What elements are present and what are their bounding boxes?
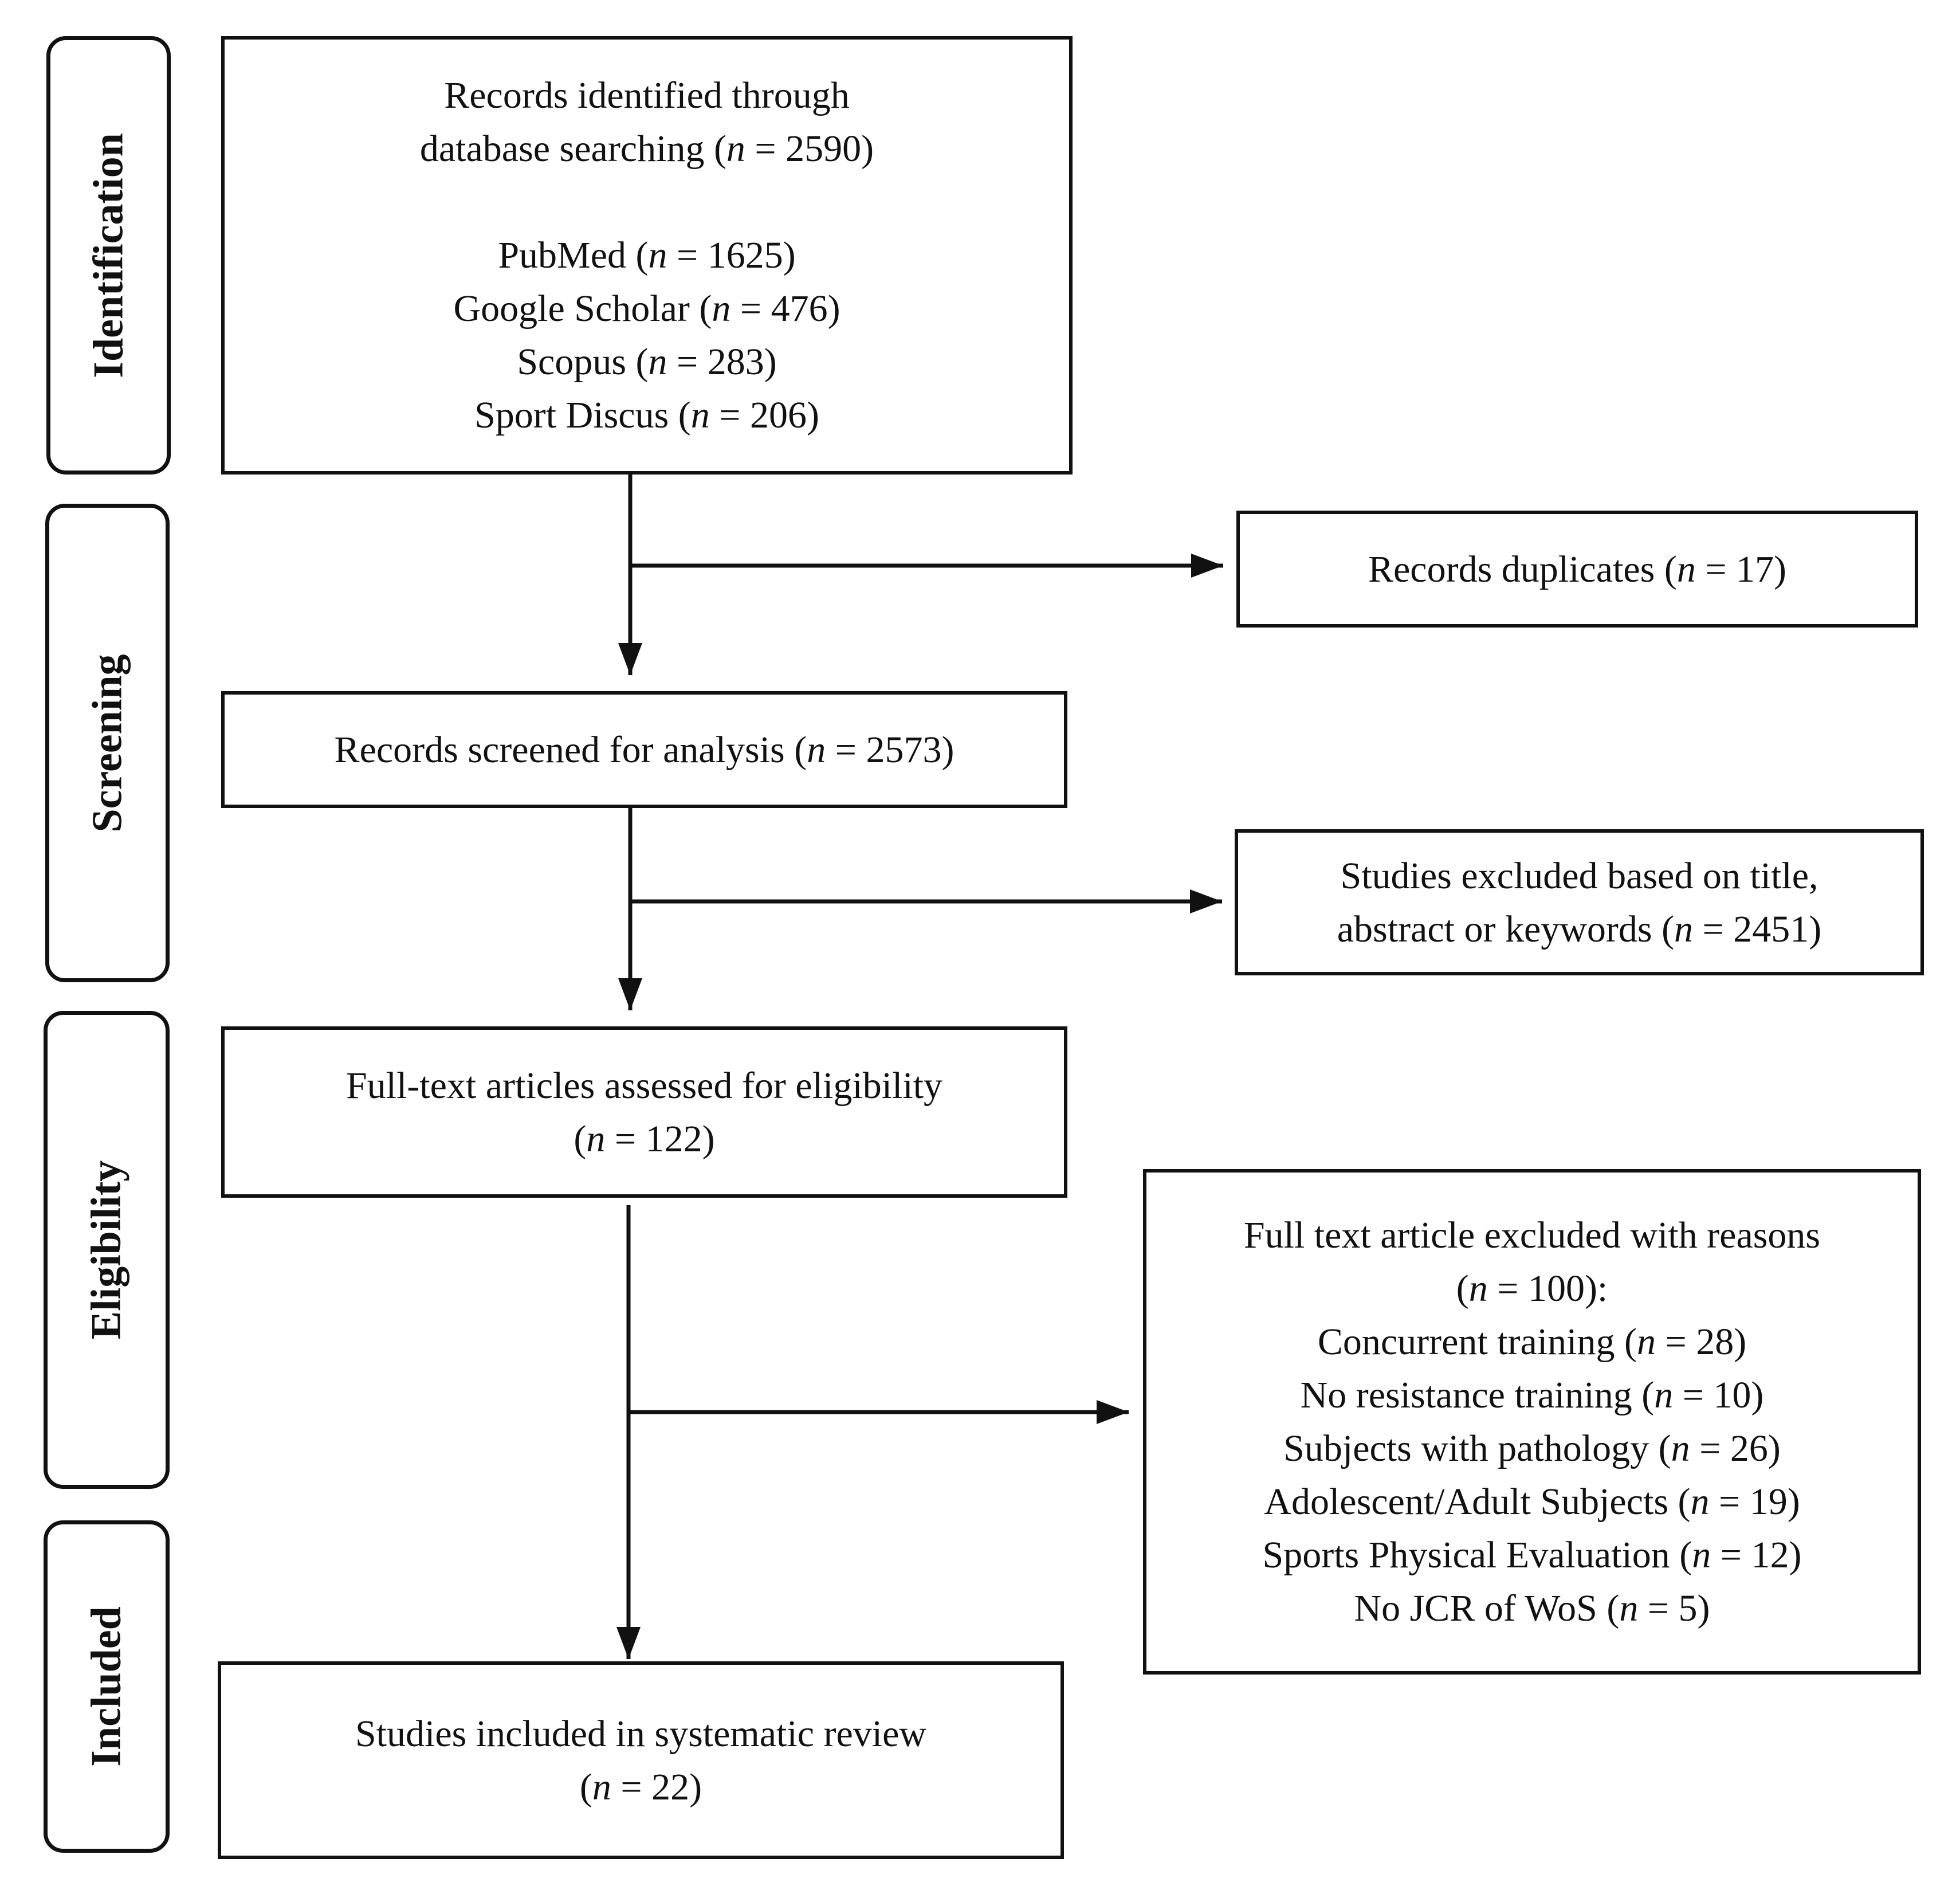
fulltext-excluded-box: Full text article excluded with reasons … [1143,1169,1921,1675]
records-duplicates-text: Records duplicates (n = 17) [1368,548,1787,590]
records-identified-box: Records identified through database sear… [221,36,1073,475]
fulltext-assessed-line-2: (n = 122) [574,1117,715,1160]
records-identified-line-1: Records identified through [444,74,850,116]
studies-included-line-1: Studies included in systematic review [355,1712,927,1755]
studies-excluded-title-line-1: Studies excluded based on title, [1340,854,1818,897]
source-pubmed: PubMed (n = 1625) [498,234,796,276]
studies-excluded-title-line-2: abstract or keywords (n = 2451) [1337,908,1822,950]
reason-no-jcr: No JCR of WoS (n = 5) [1354,1587,1710,1629]
reason-no-resistance-training: No resistance training (n = 10) [1300,1374,1764,1416]
records-identified-line-2: database searching (n = 2590) [419,128,874,170]
fulltext-excluded-line-2: (n = 100): [1456,1268,1608,1309]
records-screened-box: Records screened for analysis (n = 2573) [221,691,1067,808]
studies-included-box: Studies included in systematic review (n… [218,1661,1064,1859]
studies-included-line-2: (n = 22) [579,1766,702,1808]
source-scopus: Scopus (n = 283) [517,341,777,383]
reason-sports-evaluation: Sports Physical Evaluation (n = 12) [1262,1534,1802,1576]
fulltext-excluded-line-1: Full text article excluded with reasons [1243,1214,1821,1256]
source-sport-discus: Sport Discus (n = 206) [474,394,819,436]
phase-identification: Identification [46,36,171,475]
reason-concurrent-training: Concurrent training (n = 28) [1317,1321,1747,1363]
studies-excluded-title-box: Studies excluded based on title, abstrac… [1235,829,1924,975]
reason-adolescent-adult: Adolescent/Adult Subjects (n = 19) [1264,1481,1800,1523]
phase-eligibility: Eligibility [44,1011,170,1489]
records-screened-text: Records screened for analysis (n = 2573) [334,728,955,771]
phase-included: Included [44,1520,170,1853]
fulltext-assessed-line-1: Full-text articles assessed for eligibil… [345,1064,943,1107]
records-duplicates-box: Records duplicates (n = 17) [1236,511,1918,628]
source-google-scholar: Google Scholar (n = 476) [453,288,840,330]
reason-pathology: Subjects with pathology (n = 26) [1283,1428,1781,1469]
phase-screening: Screening [45,504,170,982]
fulltext-assessed-box: Full-text articles assessed for eligibil… [221,1026,1067,1198]
